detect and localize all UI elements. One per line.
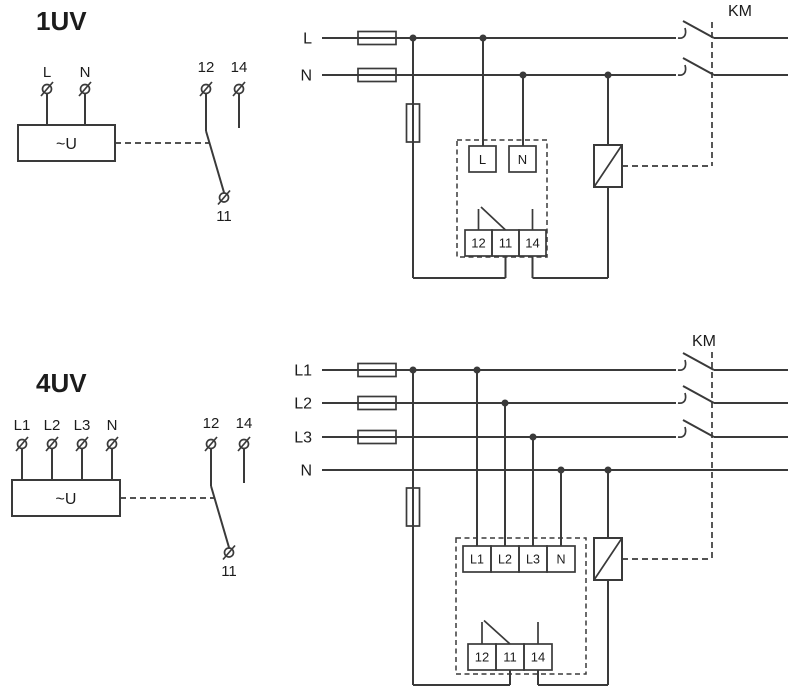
relay-input-l1: L1 [470, 553, 484, 567]
screw-terminal-icon [217, 189, 231, 206]
device-symbol-4uv: L1 L2 L3 N ~U 12 14 11 [11, 415, 253, 580]
km-contact-arm [682, 352, 715, 371]
line-label-l: L [303, 31, 312, 48]
relay-terminal-box [508, 145, 537, 173]
fuse-icon [357, 429, 397, 445]
terminal-label-14: 14 [231, 59, 248, 76]
line-label-n: N [300, 68, 312, 85]
contact-tip-icon [677, 64, 687, 77]
schematic-4uv: L1 L2 L3 N KM [294, 333, 788, 686]
terminal-label-n: N [80, 64, 91, 81]
relay-contact-arm [480, 206, 507, 231]
relay-out-12: 12 [475, 650, 489, 665]
contactor-label: KM [692, 333, 716, 350]
relay-out-11: 11 [499, 236, 513, 251]
schematic-1uv: L N KM [300, 3, 788, 279]
relay-terminal-box [546, 545, 576, 573]
contactor-label: KM [728, 3, 752, 20]
terminal-label-l1: L1 [14, 417, 31, 434]
contact-moving-arm [205, 130, 225, 193]
contact-tip-icon [677, 426, 687, 439]
contact-tip-icon [677, 27, 687, 40]
relay-terminal-box [468, 145, 497, 173]
device-symbol-1uv: L N ~U 12 14 11 [17, 59, 248, 225]
terminal-label-11: 11 [216, 208, 232, 225]
device-label: ~U [56, 491, 77, 508]
terminal-label-l3: L3 [74, 417, 91, 434]
relay-input-l3: L3 [526, 553, 540, 567]
relay-out-11: 11 [503, 650, 517, 665]
terminal-label-12: 12 [203, 415, 220, 432]
relay-outline-dashed [455, 537, 587, 675]
relay-input-l2: L2 [498, 553, 512, 567]
contact-tip-icon [677, 392, 687, 405]
terminal-label-14: 14 [236, 415, 253, 432]
km-contact-arm [682, 20, 715, 39]
km-contact-arm [682, 419, 715, 438]
contact-moving-arm [210, 485, 230, 548]
contactor-coil-diagonal [593, 144, 623, 188]
fuse-icon [357, 67, 397, 83]
terminal-label-n: N [107, 417, 118, 434]
line-label-l3: L3 [294, 430, 312, 447]
terminal-label-l2: L2 [44, 417, 61, 434]
km-contact-arm [682, 385, 715, 404]
diagram-1uv: 1UV L N ~U 12 14 11 L N [17, 3, 788, 279]
relay-out-12: 12 [471, 236, 485, 251]
diagram-4uv-title: 4UV [36, 368, 87, 398]
relay-input-n: N [518, 152, 527, 167]
fuse-icon [405, 103, 421, 143]
contact-tip-icon [677, 359, 687, 372]
line-label-l1: L1 [294, 363, 312, 380]
relay-out-14: 14 [531, 650, 545, 665]
relay-input-l: L [479, 152, 486, 167]
fuse-icon [357, 395, 397, 411]
relay-out-14: 14 [525, 236, 539, 251]
screw-terminal-icon [222, 544, 236, 561]
diagram-4uv: 4UV L1 L2 L3 N ~U 12 14 11 [11, 333, 788, 686]
fuse-icon [357, 30, 397, 46]
km-contact-arm [682, 57, 715, 76]
diagram-1uv-title: 1UV [36, 6, 87, 36]
terminal-label-l: L [43, 64, 51, 81]
contactor-coil-diagonal [593, 537, 623, 581]
line-label-l2: L2 [294, 396, 312, 413]
terminal-label-12: 12 [198, 59, 215, 76]
relay-contact-arm [483, 619, 511, 645]
line-label-n: N [300, 463, 312, 480]
fuse-icon [405, 487, 421, 527]
relay-input-n: N [556, 553, 565, 567]
device-label: ~U [56, 136, 77, 153]
relay-outline-dashed [456, 139, 548, 258]
fuse-icon [357, 362, 397, 378]
terminal-label-11: 11 [221, 563, 237, 580]
